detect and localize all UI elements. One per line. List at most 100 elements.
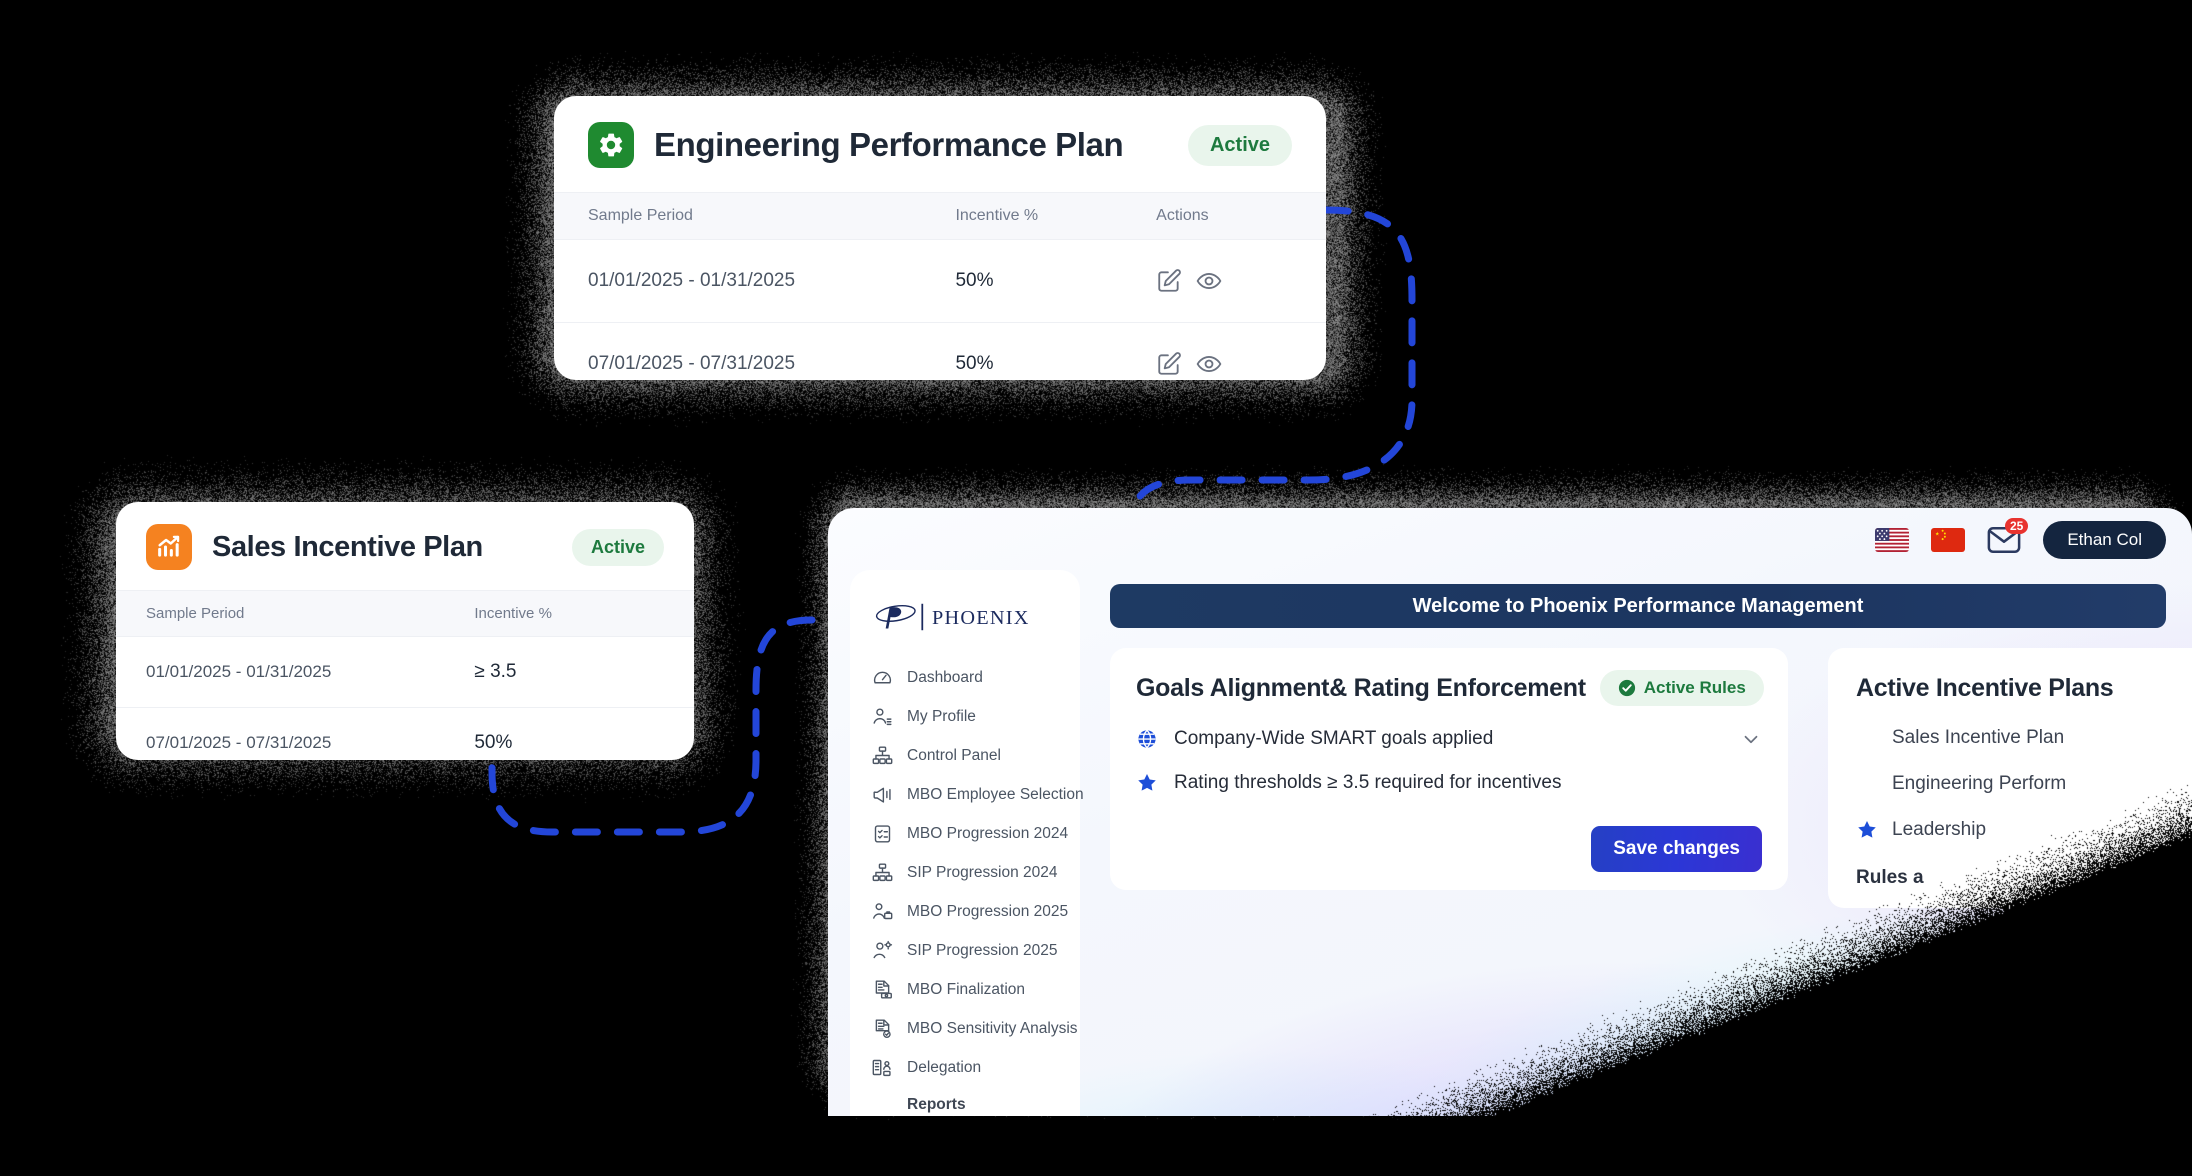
cell-sample-period: 01/01/2025 - 01/31/2025 <box>116 637 474 708</box>
table-row[interactable]: 07/01/2025 - 07/31/2025 50% <box>554 323 1326 381</box>
sidebar-item-control-panel[interactable]: Control Panel <box>850 736 1080 775</box>
united-states-flag-icon[interactable] <box>1875 528 1909 552</box>
column-header-sample-period: Sample Period <box>554 193 955 240</box>
sidebar-item-label: SIP Progression 2025 <box>907 942 1058 960</box>
sidebar-item-label: Delegation <box>907 1059 981 1077</box>
cell-sample-period: 07/01/2025 - 07/31/2025 <box>116 708 474 761</box>
sales-table-head: Sample Period Incentive % <box>116 591 694 637</box>
rule-row-smart-goals[interactable]: Company-Wide SMART goals applied <box>1136 728 1762 750</box>
globe-icon <box>1136 728 1158 750</box>
check-circle-icon <box>1618 679 1636 697</box>
phoenix-logo: PHOENIX <box>850 596 1080 658</box>
user-profile-pill[interactable]: Ethan Col <box>2043 521 2166 559</box>
document-check-icon <box>872 1018 893 1039</box>
plan-label: Sales Incentive Plan <box>1892 727 2064 749</box>
cell-sample-period: 07/01/2025 - 07/31/2025 <box>554 323 955 381</box>
sidebar-item-sip-progression-2025[interactable]: SIP Progression 2025 <box>850 931 1080 970</box>
plan-label: Engineering Perform <box>1892 773 2066 795</box>
sidebar: PHOENIX Dashboard My Profile Contro <box>850 570 1080 1116</box>
chevron-down-icon[interactable] <box>1740 728 1762 750</box>
engineering-performance-plan-card: Engineering Performance Plan Active Samp… <box>554 96 1326 380</box>
document-money-icon <box>872 979 893 1000</box>
sidebar-item-label: Dashboard <box>907 669 983 687</box>
star-icon <box>1136 772 1158 794</box>
gauge-icon <box>872 667 893 688</box>
active-incentive-plans-card: Active Incentive Plans Sales Incentive P… <box>1828 648 2192 908</box>
cell-incentive: 50% <box>474 708 694 761</box>
sidebar-item-mbo-finalization[interactable]: MBO Finalization <box>850 970 1080 1009</box>
column-header-incentive: Incentive % <box>474 591 694 637</box>
sidebar-item-label: MBO Employee Selection <box>907 786 1084 804</box>
rule-text: Company-Wide SMART goals applied <box>1174 728 1493 750</box>
user-list-icon <box>872 706 893 727</box>
cell-actions <box>1156 240 1326 323</box>
svg-text:PHOENIX: PHOENIX <box>932 607 1030 629</box>
clipboard-check-icon <box>872 823 893 844</box>
sidebar-item-label: Control Panel <box>907 747 1001 765</box>
view-icon[interactable] <box>1196 268 1222 294</box>
cell-incentive: ≥ 3.5 <box>474 637 694 708</box>
sales-plan-table: Sample Period Incentive % 01/01/2025 - 0… <box>116 590 694 760</box>
mail-icon[interactable]: 25 <box>1987 526 2021 554</box>
column-header-incentive: Incentive % <box>955 193 1156 240</box>
china-flag-icon[interactable] <box>1931 528 1965 552</box>
engineering-table-head: Sample Period Incentive % Actions <box>554 193 1326 240</box>
sidebar-item-label: MBO Sensitivity Analysis <box>907 1020 1078 1038</box>
table-row[interactable]: 01/01/2025 - 01/31/2025 50% <box>554 240 1326 323</box>
plans-card-footer: Rules a <box>1856 867 2192 889</box>
goals-card-header: Goals Alignment& Rating Enforcement Acti… <box>1136 670 1762 706</box>
list-item[interactable]: Engineering Perform <box>1856 773 2192 795</box>
cell-incentive: 50% <box>955 240 1156 323</box>
list-item[interactable]: Sales Incentive Plan <box>1856 727 2192 749</box>
column-header-sample-period: Sample Period <box>116 591 474 637</box>
sidebar-item-dashboard[interactable]: Dashboard <box>850 658 1080 697</box>
table-row[interactable]: 01/01/2025 - 01/31/2025 ≥ 3.5 <box>116 637 694 708</box>
org-chart-icon <box>872 862 893 883</box>
sidebar-item-delegation[interactable]: Delegation <box>850 1048 1080 1087</box>
sidebar-item-mbo-employee-selection[interactable]: MBO Employee Selection <box>850 775 1080 814</box>
sidebar-item-reports[interactable]: Reports <box>850 1087 1080 1116</box>
goals-alignment-card: Goals Alignment& Rating Enforcement Acti… <box>1110 648 1788 890</box>
sidebar-item-my-profile[interactable]: My Profile <box>850 697 1080 736</box>
active-rules-badge: Active Rules <box>1600 670 1764 706</box>
engineering-table-body: 01/01/2025 - 01/31/2025 50% <box>554 240 1326 381</box>
sidebar-item-label: MBO Progression 2024 <box>907 825 1068 843</box>
sales-table-body: 01/01/2025 - 01/31/2025 ≥ 3.5 07/01/2025… <box>116 637 694 761</box>
row-action-group <box>1156 268 1326 294</box>
cell-actions <box>1156 323 1326 381</box>
user-gear-icon <box>872 940 893 961</box>
sidebar-item-mbo-progression-2024[interactable]: MBO Progression 2024 <box>850 814 1080 853</box>
sales-card-header: Sales Incentive Plan Active <box>116 502 694 590</box>
rule-row-rating-threshold[interactable]: Rating thresholds ≥ 3.5 required for inc… <box>1136 772 1762 794</box>
sidebar-item-label: MBO Progression 2025 <box>907 903 1068 921</box>
app-topbar: 25 Ethan Col <box>828 508 2192 572</box>
cell-incentive: 50% <box>955 323 1156 381</box>
megaphone-icon <box>872 784 893 805</box>
sidebar-item-mbo-sensitivity-analysis[interactable]: MBO Sensitivity Analysis <box>850 1009 1080 1048</box>
user-briefcase-icon <box>872 901 893 922</box>
rule-text: Rating thresholds ≥ 3.5 required for inc… <box>1174 772 1561 794</box>
save-changes-button[interactable]: Save changes <box>1591 826 1762 872</box>
mail-unread-badge: 25 <box>2005 518 2028 534</box>
view-icon[interactable] <box>1196 351 1222 377</box>
delegation-icon <box>872 1057 893 1078</box>
sidebar-item-sip-progression-2024[interactable]: SIP Progression 2024 <box>850 853 1080 892</box>
sidebar-item-label: Reports <box>907 1096 966 1114</box>
plan-label: Leadership <box>1892 819 1986 841</box>
sales-incentive-plan-card: Sales Incentive Plan Active Sample Perio… <box>116 502 694 760</box>
column-header-actions: Actions <box>1156 193 1326 240</box>
edit-icon[interactable] <box>1156 268 1182 294</box>
table-row[interactable]: 07/01/2025 - 07/31/2025 50% <box>116 708 694 761</box>
goals-card-title: Goals Alignment& Rating Enforcement <box>1136 674 1586 703</box>
edit-icon[interactable] <box>1156 351 1182 377</box>
sidebar-item-label: SIP Progression 2024 <box>907 864 1058 882</box>
row-action-group <box>1156 351 1326 377</box>
list-item[interactable]: Leadership <box>1856 819 2192 841</box>
engineering-card-header: Engineering Performance Plan Active <box>554 96 1326 192</box>
sidebar-item-label: MBO Finalization <box>907 981 1025 999</box>
org-chart-icon <box>872 745 893 766</box>
sidebar-item-mbo-progression-2025[interactable]: MBO Progression 2025 <box>850 892 1080 931</box>
welcome-banner-text: Welcome to Phoenix Performance Managemen… <box>1413 595 1864 618</box>
sales-header-row: Sample Period Incentive % <box>116 591 694 637</box>
